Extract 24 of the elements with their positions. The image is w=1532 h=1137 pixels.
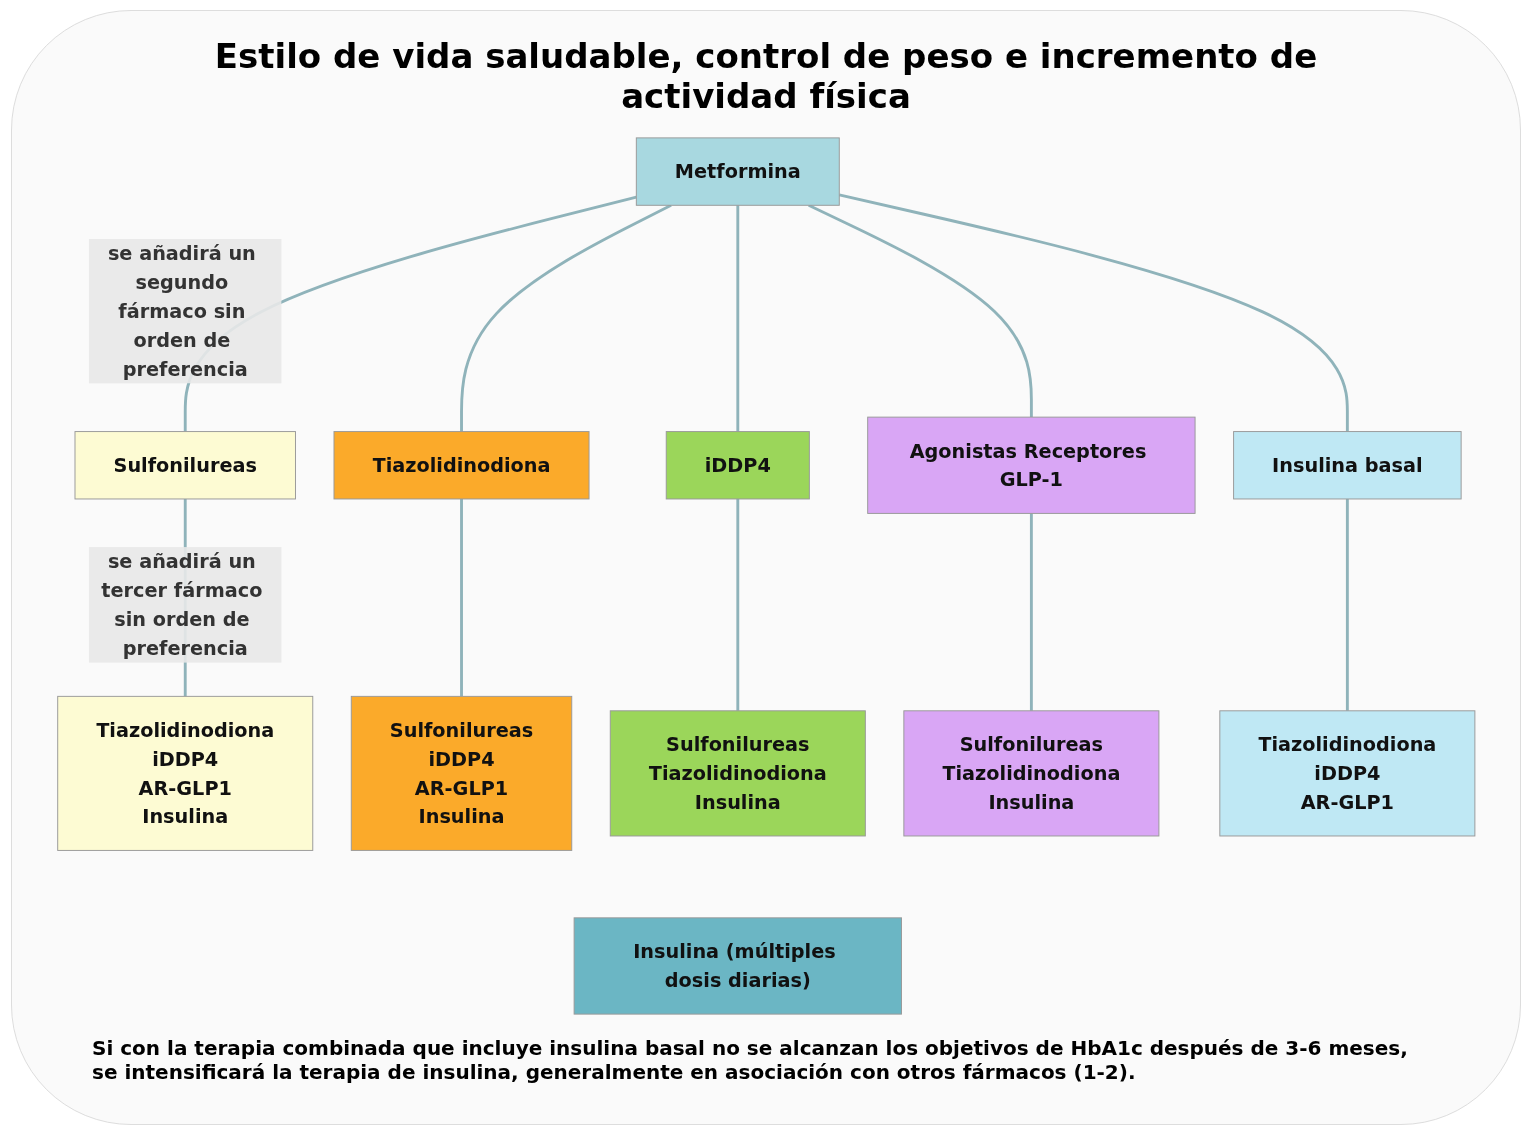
node-box: iDDP4: [665, 431, 810, 500]
connector: [807, 204, 1033, 418]
connector: [838, 193, 1349, 432]
node-box: Tiazolidinodiona iDDP4 AR-GLP1: [1219, 710, 1476, 837]
connector: [1029, 513, 1033, 711]
connector: [736, 205, 739, 432]
node-box: Sulfonilureas iDDP4 AR-GLP1 Insulina: [350, 695, 572, 851]
connector: [1345, 498, 1349, 711]
node-box: Tiazolidinodiona iDDP4 AR-GLP1 Insulina: [56, 695, 313, 851]
edge-label: se añadirá un tercer fármaco sin orden de preferencia: [101, 550, 263, 660]
note-text: Si con la terapia combinada que incluye insulina basal no se alcanzan los objetivos de HbA1c después de 3-6 meses, se intensificará la terapia de insulina, generalmente en asociación con otros fármacos (1-2).: [92, 1036, 1409, 1084]
connector: [736, 498, 739, 711]
connector: [459, 498, 463, 697]
node-box: Insulina basal: [1232, 431, 1462, 500]
edge-label: se añadirá un segundo fármaco sin orden de preferencia: [107, 241, 256, 381]
node-box: Sulfonilureas Tiazolidinodiona Insulina: [609, 710, 866, 837]
node-box: Agonistas Receptores GLP-1: [866, 416, 1196, 514]
connector: [459, 204, 672, 432]
node-box: Insulina (múltiples dosis diarias): [573, 917, 902, 1015]
node-box: Sulfonilureas Tiazolidinodiona Insulina: [903, 710, 1160, 837]
title: Estilo de vida saludable, control de peso e incremento de actividad física: [213, 36, 1319, 116]
node-box: Sulfonilureas: [74, 431, 296, 500]
node-box: Metformina: [635, 137, 840, 206]
node-box: Tiazolidinodiona: [333, 431, 590, 500]
